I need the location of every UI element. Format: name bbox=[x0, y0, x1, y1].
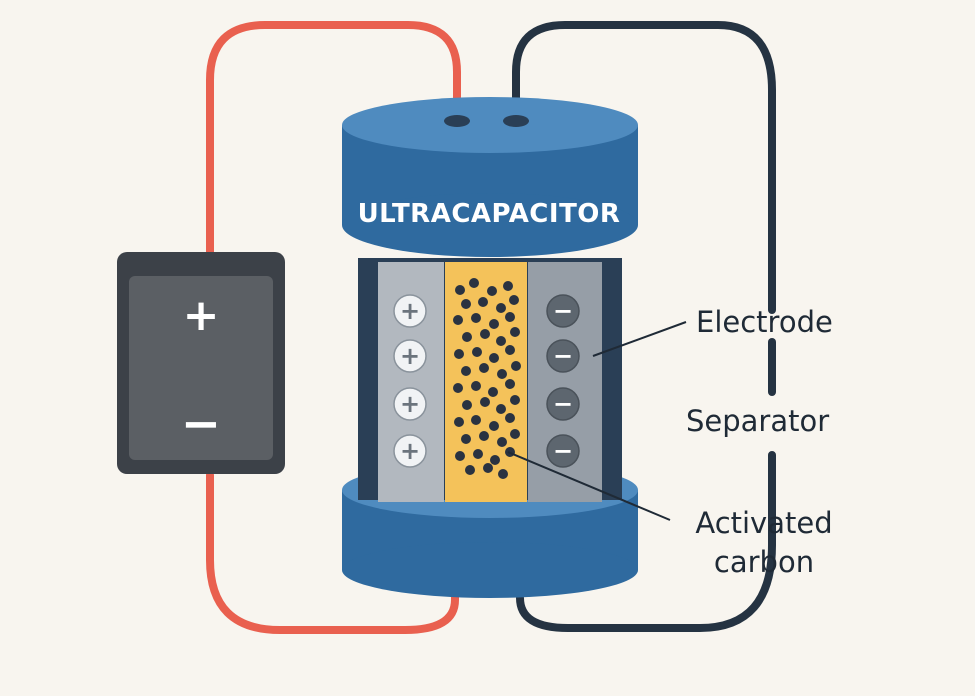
carbon-particle bbox=[490, 455, 500, 465]
positive-wire bbox=[206, 21, 461, 256]
carbon-particle bbox=[472, 347, 482, 357]
carbon-particle bbox=[453, 383, 463, 393]
battery-positive-symbol: + bbox=[183, 290, 220, 341]
activated-carbon-particles bbox=[453, 278, 521, 479]
carbon-particle bbox=[489, 353, 499, 363]
negative-wire bbox=[512, 21, 776, 314]
device-label: ULTRACAPACITOR bbox=[358, 199, 621, 229]
carbon-particle bbox=[453, 315, 463, 325]
carbon-particle bbox=[462, 400, 472, 410]
carbon-particle bbox=[471, 313, 481, 323]
carbon-particle bbox=[479, 431, 489, 441]
negative-terminal bbox=[503, 115, 529, 127]
carbon-particle bbox=[471, 415, 481, 425]
carbon-particle bbox=[505, 312, 515, 322]
negative-ion-symbol: − bbox=[553, 342, 573, 370]
positive-terminal bbox=[444, 115, 470, 127]
carbon-particle bbox=[489, 319, 499, 329]
carbon-particle bbox=[461, 434, 471, 444]
carbon-particle bbox=[496, 303, 506, 313]
negative-ion: − bbox=[546, 387, 580, 421]
carbon-particle bbox=[487, 286, 497, 296]
carbon-particle bbox=[510, 429, 520, 439]
carbon-particle bbox=[505, 413, 515, 423]
carbon-particle bbox=[510, 395, 520, 405]
electrode-callout-line bbox=[592, 321, 687, 357]
carbon-particle bbox=[462, 332, 472, 342]
carbon-particle bbox=[510, 327, 520, 337]
carbon-callout-line bbox=[507, 451, 671, 521]
ions: + + + + − − − − bbox=[393, 294, 580, 468]
negative-ion: − bbox=[546, 434, 580, 468]
carbon-particle bbox=[480, 329, 490, 339]
carbon-particle bbox=[469, 278, 479, 288]
positive-ion-symbol: + bbox=[400, 342, 420, 370]
carbon-particle bbox=[455, 451, 465, 461]
positive-ion: + bbox=[393, 434, 427, 468]
carbon-particle bbox=[509, 295, 519, 305]
carbon-particle bbox=[473, 449, 483, 459]
negative-wire-lower bbox=[516, 451, 776, 632]
carbon-particle bbox=[497, 437, 507, 447]
carbon-particle bbox=[455, 285, 465, 295]
carbon-particle bbox=[483, 463, 493, 473]
carbon-particle bbox=[461, 299, 471, 309]
positive-ion: + bbox=[393, 294, 427, 328]
positive-ion-symbol: + bbox=[400, 390, 420, 418]
carbon-particle bbox=[497, 369, 507, 379]
carbon-particle bbox=[505, 345, 515, 355]
negative-ion: − bbox=[546, 294, 580, 328]
carbon-particle bbox=[478, 297, 488, 307]
carbon-particle bbox=[454, 349, 464, 359]
negative-ion-symbol: − bbox=[553, 437, 573, 465]
carbon-particle bbox=[461, 366, 471, 376]
activated-carbon-label-line2: carbon bbox=[714, 545, 814, 579]
negative-ion-symbol: − bbox=[553, 297, 573, 325]
carbon-particle bbox=[496, 336, 506, 346]
carbon-particle bbox=[465, 465, 475, 475]
carbon-particle bbox=[471, 381, 481, 391]
carbon-particle bbox=[498, 469, 508, 479]
carbon-particle bbox=[503, 281, 513, 291]
carbon-particle bbox=[489, 421, 499, 431]
separator-label: Separator bbox=[686, 404, 829, 438]
battery-negative-symbol: − bbox=[181, 396, 221, 452]
carbon-particle bbox=[480, 397, 490, 407]
electrode-label: Electrode bbox=[696, 305, 833, 339]
positive-wire-bottom bbox=[206, 471, 459, 634]
carbon-particle bbox=[479, 363, 489, 373]
carbon-particle bbox=[496, 404, 506, 414]
battery: + − bbox=[117, 252, 285, 474]
capacitor-top-cap: ULTRACAPACITOR bbox=[342, 97, 638, 257]
positive-ion-symbol: + bbox=[400, 297, 420, 325]
carbon-particle bbox=[505, 379, 515, 389]
carbon-particle bbox=[454, 417, 464, 427]
positive-ion-symbol: + bbox=[400, 437, 420, 465]
negative-ion-symbol: − bbox=[553, 390, 573, 418]
negative-ion: − bbox=[546, 339, 580, 373]
carbon-particle bbox=[511, 361, 521, 371]
activated-carbon-label-line1: Activated bbox=[695, 506, 832, 540]
positive-ion: + bbox=[393, 387, 427, 421]
positive-ion: + bbox=[393, 339, 427, 373]
carbon-particle bbox=[488, 387, 498, 397]
